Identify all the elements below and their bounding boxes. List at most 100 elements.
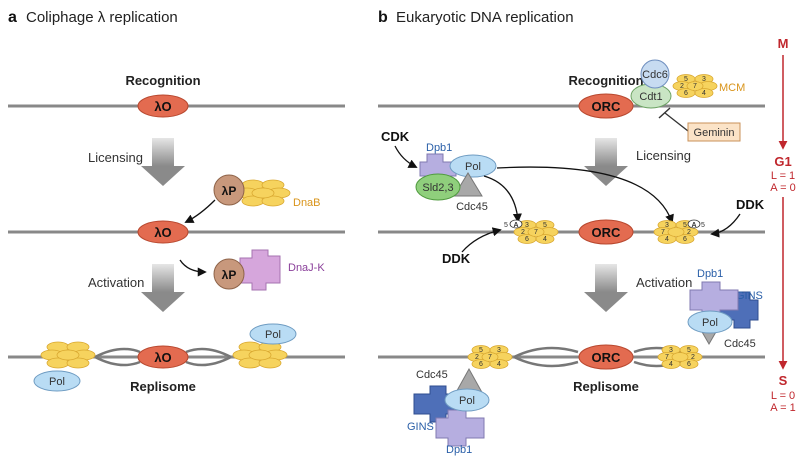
a-lambda-p-2 [213,258,245,290]
a-lambda-o-2 [137,220,189,244]
b-mcm-right-3: 3 [665,222,669,229]
b-rl-7: 7 [488,354,492,361]
a-lambda-p-1 [213,174,245,206]
a-activation-label: Activation [88,275,144,290]
b-geminin-label: Geminin [694,127,735,139]
cc-s-label: S [779,373,788,388]
b-mcm-free-3: 3 [702,76,706,83]
a-licensing-label: Licensing [88,150,143,165]
a-replication-bubble [94,347,232,367]
a-lambda-o-1-label: λO [154,99,171,114]
b-rr-4: 4 [669,361,673,368]
a-dnab-right [232,341,288,369]
b-cdk-right-arrow [496,166,674,224]
b-ddk-right-arrow [710,213,741,238]
b-ddk-right-label: DDK [736,197,765,212]
b-mcm-left-3: 3 [525,222,529,229]
cc-m-label: M [778,36,789,51]
b-rl-3: 3 [497,347,501,354]
a-pol-right-label: Pol [265,329,281,341]
b-cdc45-right-label: Cdc45 [724,338,756,350]
b-geminin-box [687,122,741,142]
panel-a-title: Coliphage λ replication [26,9,178,26]
cc-s-a: A = 1 [770,402,795,414]
b-geminin-bar [658,107,671,119]
b-mcm-right-6: 6 [683,236,687,243]
b-mcm-left-a5: 5 [504,222,508,229]
b-mcm-free-6: 6 [684,90,688,97]
b-recognition-label: Recognition [568,73,643,88]
b-mcm-free-5: 5 [684,76,688,83]
a-pol-left-label: Pol [49,376,65,388]
b-activation-label: Activation [636,275,692,290]
a-pol-right [249,323,297,345]
a-licensing-arrow [141,138,185,186]
a-lambda-p-2-label: λP [222,268,237,282]
b-pol-top-label: Pol [465,161,481,173]
panel-a-letter: a [8,9,17,26]
b-pol-bottom [444,388,490,412]
b-rr-2: 2 [691,354,695,361]
b-pol-right-label: Pol [702,317,718,329]
b-cdc45-top [453,172,483,197]
b-ddk-left-label: DDK [442,251,471,266]
b-orc-1-label: ORC [592,99,622,114]
a-dnab-label: DnaB [293,197,321,209]
b-mcm-left-6: 6 [525,236,529,243]
b-cdk-label: CDK [381,129,410,144]
b-mcm-free-7: 7 [693,83,697,90]
b-mcm-right-a-label: A [691,222,696,229]
a-dnajk-label: DnaJ-K [288,262,325,274]
b-rl-5: 5 [479,347,483,354]
cc-s-l: L = 0 [771,390,795,402]
b-mcm-left-7: 7 [534,229,538,236]
b-sld [415,173,461,201]
b-pol-right [687,310,733,334]
b-mcm-right-2: 2 [687,229,691,236]
b-dpb1-right [689,281,739,319]
cc-g1-l: L = 1 [771,170,795,182]
b-mcm-right-5: 5 [683,222,687,229]
b-cdc6-label: Cdc6 [642,69,668,81]
b-orc-2-label: ORC [592,225,622,240]
b-gins-bottom-label: GINS [407,421,434,433]
a-lambda-o-3 [137,345,189,369]
panel-b-title: Eukaryotic DNA replication [396,9,574,26]
b-mcm-right-a [687,219,701,229]
panel-b: b Eukaryotic DNA replication Recognition… [378,9,765,456]
b-mcm-left-5: 5 [543,222,547,229]
b-cdc45-top-label: Cdc45 [456,201,488,213]
b-orc-2 [578,219,634,245]
b-orc-1 [578,93,634,119]
a-lambda-o-2-label: λO [154,225,171,240]
a-activation-arrow [141,264,185,312]
b-cdt1-label: Cdt1 [639,91,662,103]
b-mcm-label: MCM [719,82,745,94]
b-mcm-right-7: 7 [661,229,665,236]
b-rl-2: 2 [475,354,479,361]
b-orc-3-label: ORC [592,350,622,365]
b-rr-7: 7 [665,354,669,361]
b-ddk-left-arrow [461,227,502,253]
panel-b-letter: b [378,9,388,26]
a-replisome-label: Replisome [130,379,196,394]
b-cdc45-bottom-label: Cdc45 [416,369,448,381]
b-rr-6: 6 [687,361,691,368]
b-pol-bottom-label: Pol [459,395,475,407]
b-mcm-right-a5: 5 [701,222,705,229]
cell-cycle-timeline: M G1 L = 1 A = 0 S L = 0 A = 1 [770,36,795,414]
b-mcm-left-a [509,219,523,229]
b-pol-top [449,154,497,178]
b-mcm-left-a-label: A [513,222,518,229]
b-sld-label: Sld2,3 [422,182,453,194]
b-geminin-inhibition [664,112,689,132]
b-rr-3: 3 [669,347,673,354]
a-dnab-left [40,341,96,369]
cc-g1-a: A = 0 [770,182,795,194]
a-loading-arrow [184,199,216,223]
b-dpb1-bottom [435,409,485,447]
a-recognition-label: Recognition [125,73,200,88]
b-licensing-label: Licensing [636,148,691,163]
b-mcm-free-2: 2 [680,83,684,90]
